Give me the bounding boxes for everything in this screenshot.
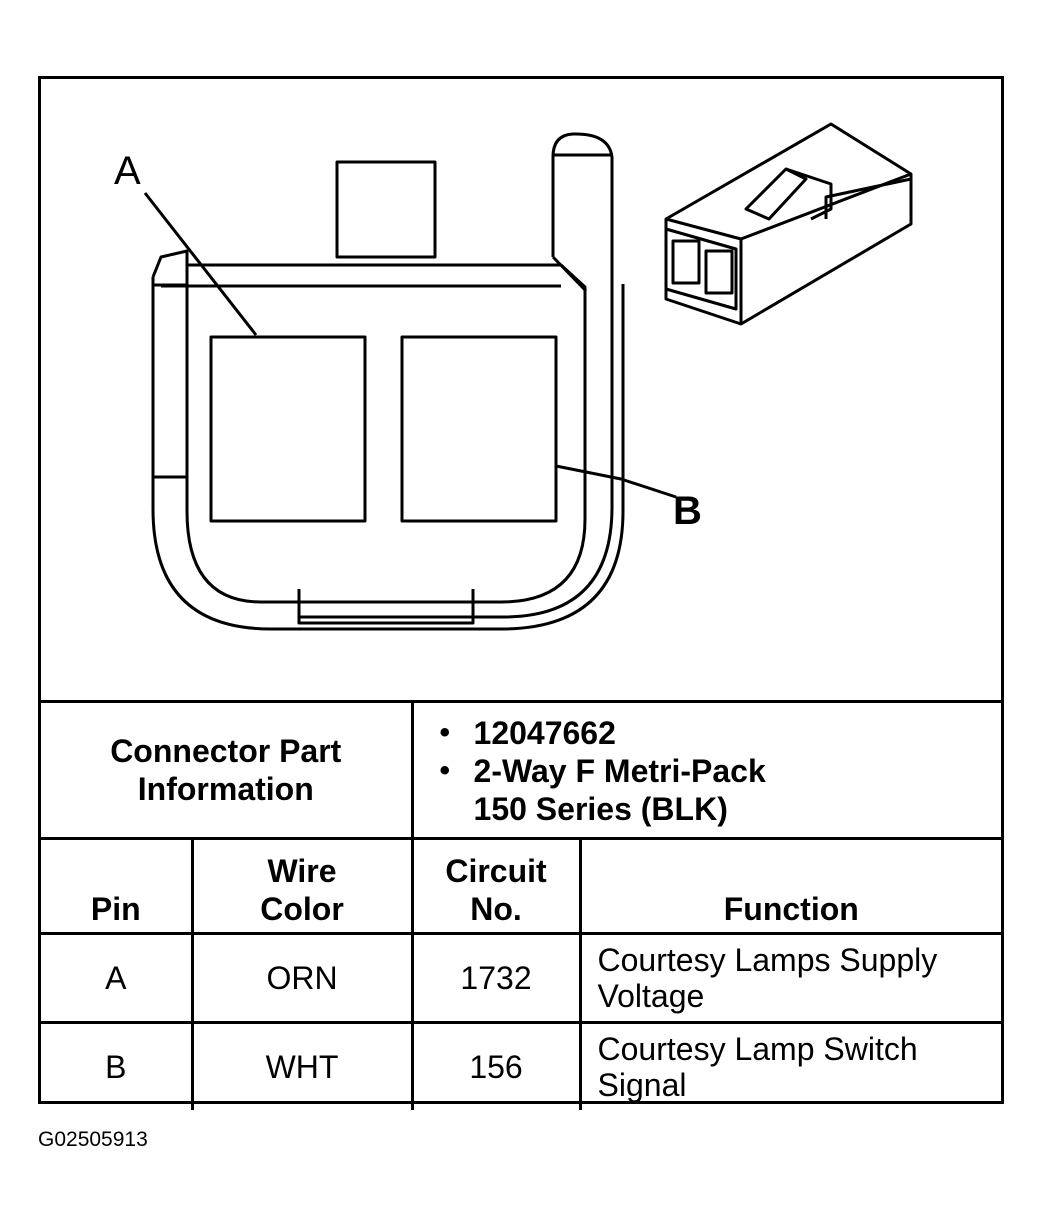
connector-info-value: 12047662 2-Way F Metri-Pack 150 Series (… [410, 700, 1003, 840]
connector-description-line1: 2-Way F Metri-Pack [440, 753, 1002, 789]
circuit-cell: 1732 [410, 932, 582, 1024]
callout-b-leader [555, 464, 677, 499]
callout-label-b: B [673, 489, 702, 533]
cavity-b [400, 335, 558, 523]
connector-diagram: A B [41, 79, 1001, 703]
table-row: B WHT 156 Courtesy Lamp Switch Signal [39, 1021, 1003, 1112]
part-number: 12047662 [440, 715, 1002, 751]
table-row: A ORN 1732 Courtesy Lamps Supply Voltage [39, 932, 1003, 1024]
connector-info-label: Connector Part Information [39, 700, 414, 840]
cavity-a [209, 335, 367, 523]
wire-color-cell: ORN [190, 932, 414, 1024]
table-header-row: Pin Wire Color Circuit No. Function [39, 837, 1003, 935]
function-cell: Courtesy Lamp Switch Signal [578, 1021, 1003, 1112]
connector-info-label-line2: Information [137, 771, 314, 807]
connector-figure-frame: A B Connector Part Information 12047662 … [38, 76, 1004, 1112]
callout-label-a: A [114, 149, 141, 193]
header-wire-color: Wire Color [190, 837, 414, 935]
callout-a-leader [143, 192, 258, 336]
header-circuit-no: Circuit No. [410, 837, 582, 935]
circuit-cell: 156 [410, 1021, 582, 1112]
connector-info-row: Connector Part Information 12047662 2-Wa… [39, 700, 1003, 840]
pin-cell: A [39, 932, 194, 1024]
header-pin: Pin [39, 837, 194, 935]
connector-pinout-table: Connector Part Information 12047662 2-Wa… [39, 700, 1003, 1112]
pin-cell: B [39, 1021, 194, 1112]
header-function: Function [578, 837, 1003, 935]
connector-description-line2: 150 Series (BLK) [473, 791, 728, 827]
function-cell: Courtesy Lamps Supply Voltage [578, 932, 1003, 1024]
latch-tab [335, 160, 437, 259]
connector-body-outer [151, 249, 587, 604]
connector-3d-view [664, 122, 913, 326]
wire-color-cell: WHT [190, 1021, 414, 1112]
figure-id: G02505913 [38, 1128, 148, 1151]
bottom-rail [297, 589, 475, 625]
lock-arm [551, 132, 614, 299]
connector-face-drawing [143, 122, 913, 631]
connector-info-label-line1: Connector Part [110, 733, 342, 769]
